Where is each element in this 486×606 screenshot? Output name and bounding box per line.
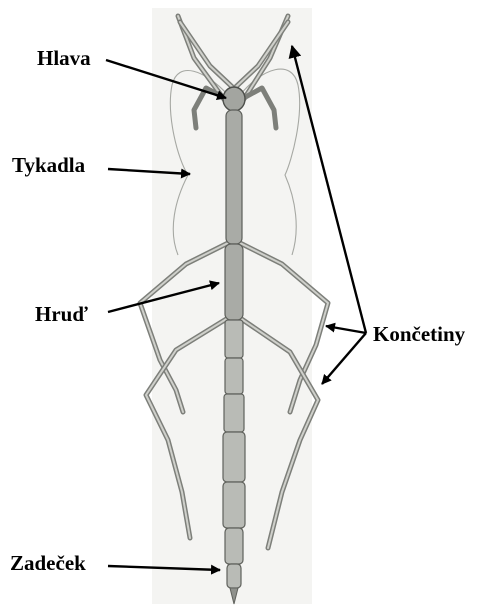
legs-arrow-middle <box>326 326 366 333</box>
legs-arrow-lower <box>322 333 366 384</box>
abdomen-shape <box>223 320 245 604</box>
label-legs: Končetiny <box>373 322 466 346</box>
label-antennae: Tykadla <box>12 153 86 177</box>
label-head: Hlava <box>37 46 91 70</box>
label-thorax: Hruď <box>35 302 88 326</box>
head-shape <box>223 87 245 111</box>
label-abdomen: Zadeček <box>10 551 86 575</box>
thorax-shape <box>225 110 243 320</box>
